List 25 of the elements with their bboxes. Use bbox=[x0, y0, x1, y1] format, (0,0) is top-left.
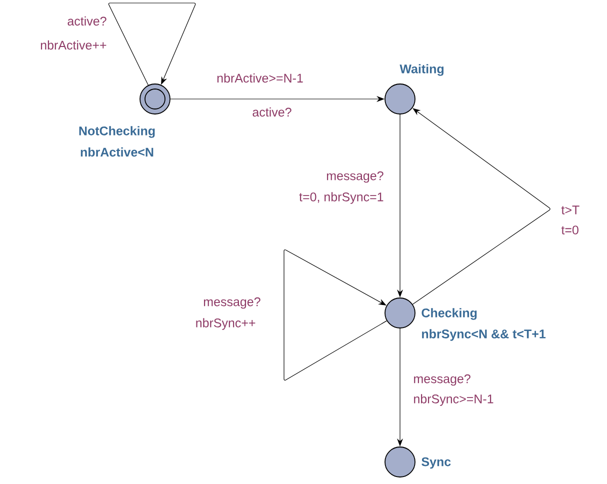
location-name: NotChecking bbox=[79, 126, 155, 138]
location-name: Checking bbox=[422, 308, 477, 320]
location-name: Waiting bbox=[400, 64, 444, 76]
transition-arrow bbox=[108, 2, 196, 86]
invariant-label: nbrActive<N bbox=[80, 147, 154, 157]
location-circle bbox=[140, 84, 170, 114]
edge-label: nbrSync++ bbox=[194, 317, 257, 331]
location-circle bbox=[384, 84, 416, 114]
edge-label: message? bbox=[412, 373, 472, 387]
edge-label: t=0, nbrSync=1 bbox=[298, 191, 385, 205]
edge-label: nbrActive++ bbox=[39, 39, 108, 51]
edge-label: nbrActive>=N-1 bbox=[216, 72, 304, 84]
edge-label: t=0 bbox=[560, 224, 580, 236]
edge-label: t>T bbox=[560, 204, 581, 216]
edge-label: active? bbox=[66, 15, 108, 27]
edge-label: nbrSync>=N-1 bbox=[412, 393, 495, 407]
location-name: Sync bbox=[422, 457, 451, 469]
location-circle bbox=[384, 446, 416, 478]
edge-label: message? bbox=[202, 296, 262, 310]
location-circle bbox=[384, 298, 416, 328]
edge-label: message? bbox=[325, 170, 385, 184]
transition-arrow bbox=[412, 108, 550, 305]
edge-label: active? bbox=[251, 106, 293, 118]
invariant-label: nbrSync<N && t<T+1 bbox=[422, 329, 546, 341]
transition-arrow bbox=[284, 249, 387, 381]
